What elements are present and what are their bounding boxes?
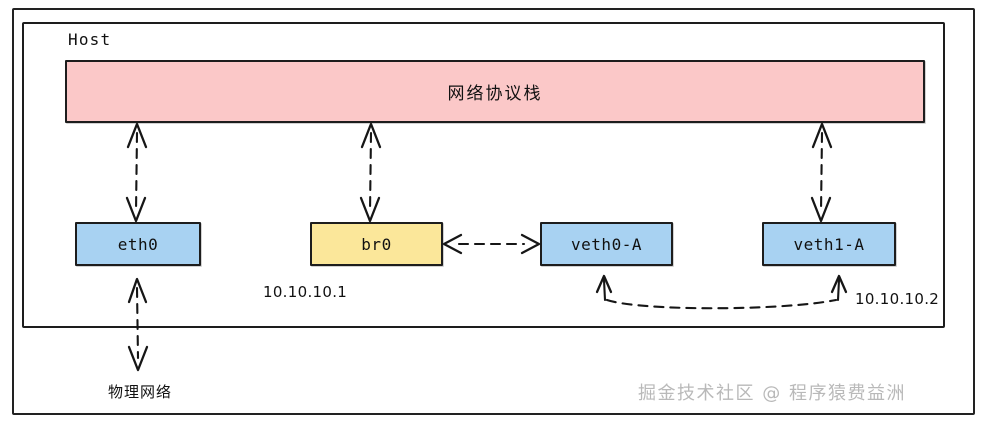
node-veth0-a-label: veth0-A xyxy=(571,234,642,254)
br0-ip-address-label: 10.10.10.1 xyxy=(263,283,348,301)
veth1-a-ip-address-label: 10.10.10.2 xyxy=(855,290,940,308)
node-br0-label: br0 xyxy=(361,234,392,254)
image-outer-frame xyxy=(12,8,975,415)
node-veth1-a: veth1-A xyxy=(762,222,896,266)
physical-network-label: 物理网络 xyxy=(108,383,173,401)
network-protocol-stack-label: 网络协议栈 xyxy=(447,84,543,104)
host-label: Host xyxy=(68,30,112,49)
watermark-text: 掘金技术社区 @ 程序猿费益洲 xyxy=(638,383,906,404)
host-container-box xyxy=(22,22,945,328)
node-eth0-label: eth0 xyxy=(117,234,159,254)
node-br0: br0 xyxy=(310,222,443,266)
node-veth0-a: veth0-A xyxy=(540,222,673,266)
network-protocol-stack-box: 网络协议栈 xyxy=(65,60,925,123)
node-eth0: eth0 xyxy=(75,222,201,266)
node-veth1-a-label: veth1-A xyxy=(793,234,865,254)
